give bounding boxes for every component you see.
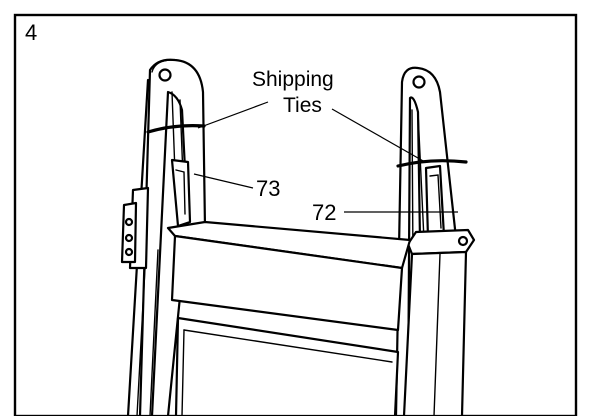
right-upright-72	[394, 66, 476, 416]
shipping-tie-left	[146, 124, 206, 134]
leader-part-73	[193, 173, 254, 189]
leader-ties-right	[331, 108, 426, 163]
left-upright-73	[120, 58, 207, 416]
shipping-tie-right	[396, 159, 468, 168]
cross-panel	[166, 220, 412, 416]
callout-shipping: Shipping	[252, 68, 334, 91]
callout-ties: Ties	[283, 94, 322, 117]
leader-ties-left	[197, 101, 269, 129]
part-label-73: 73	[256, 176, 280, 201]
step-number: 4	[25, 20, 37, 45]
part-label-72: 72	[312, 200, 336, 225]
